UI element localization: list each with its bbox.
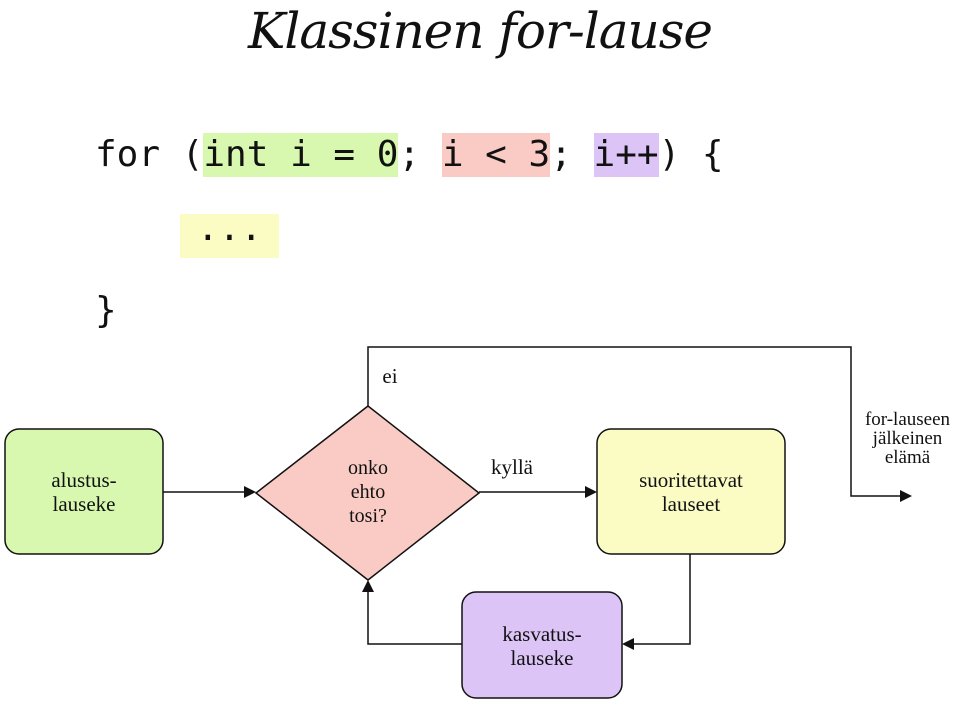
code-for-prefix: for ( xyxy=(95,134,204,175)
code-init-expression: int i = 0 xyxy=(203,133,399,177)
init-box-label: alustus- lauseke xyxy=(51,468,117,516)
arrow-increment-to-decision xyxy=(362,580,462,645)
code-line-for: for (int i = 0; i < 3; i++) { xyxy=(95,132,724,178)
code-closing-brace: } xyxy=(95,290,117,331)
code-for-suffix: ) { xyxy=(658,134,724,175)
code-separator-2: ; xyxy=(550,134,594,175)
code-separator-1: ; xyxy=(398,134,442,175)
yes-label: kyllä xyxy=(491,455,533,479)
no-label: ei xyxy=(382,364,398,388)
code-condition-expression: i < 3 xyxy=(441,133,551,177)
code-increment-expression: i++ xyxy=(593,133,659,177)
increment-box-label: kasvatus- lauseke xyxy=(502,622,582,670)
arrow-body-to-increment xyxy=(622,554,691,650)
page-title: Klassinen for-lause xyxy=(247,2,713,60)
body-box-label: suoritettavat lauseet xyxy=(639,468,743,516)
arrow-no-to-exit xyxy=(367,346,912,502)
body-box xyxy=(596,428,786,555)
code-loop-body: ... xyxy=(180,211,279,258)
after-loop-label: for-lauseen jälkeinen elämä xyxy=(864,409,951,468)
decision-label: onko ehto tosi? xyxy=(348,457,388,527)
